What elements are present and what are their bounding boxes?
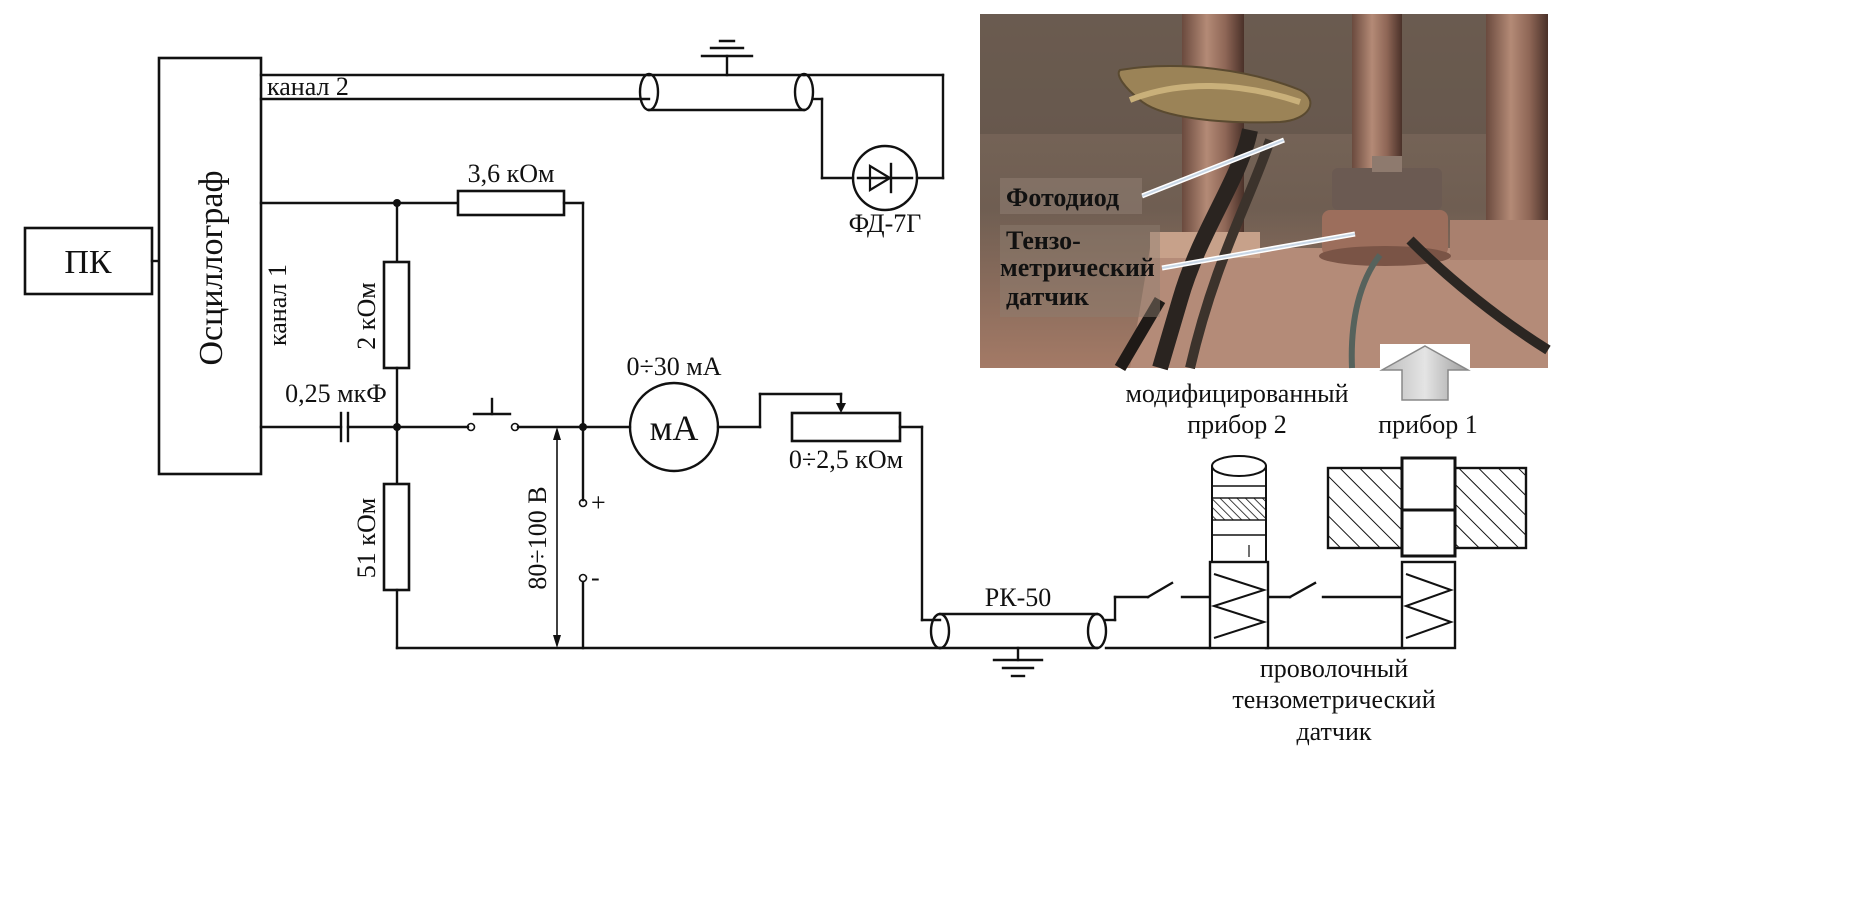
sensor-wiring [1104, 581, 1406, 650]
channel1-label: канал 1 [263, 264, 292, 346]
wire-gauge-line1: проволочный [1260, 654, 1408, 683]
device-1-label: прибор 1 [1378, 410, 1478, 439]
modified-device-2-line1: модифицированный [1125, 379, 1348, 408]
sensor-photo [980, 14, 1551, 401]
voltage-label: 80÷100 В [523, 486, 552, 589]
channel1-circuit [259, 189, 942, 650]
oscilloscope-block: Осциллограф [157, 56, 263, 476]
oscilloscope-label: Осциллограф [193, 170, 230, 365]
modified-device-2 [1208, 455, 1270, 650]
resistor-51k-label: 51 кОм [352, 498, 381, 578]
capacitor-label: 0,25 мкФ [285, 379, 387, 408]
wire-gauge-line3: датчик [1296, 717, 1371, 746]
pc-block: ПК [23, 226, 154, 296]
resistor-2k-label: 2 кОм [352, 282, 381, 349]
plus-terminal-label: + [591, 488, 606, 517]
rheostat-label: 0÷2,5 кОм [789, 445, 903, 474]
minus-terminal-label: - [591, 563, 600, 592]
cable-label: РК-50 [985, 583, 1051, 612]
photo-gauge-line3: датчик [1006, 282, 1089, 311]
switch-1 [1146, 581, 1174, 599]
photo-photodiode-label: Фотодиод [1006, 183, 1119, 212]
pc-label: ПК [64, 244, 112, 281]
photodiode-symbol [851, 144, 919, 212]
resistor-3-6k-label: 3,6 кОм [468, 159, 555, 188]
ammeter-range-label: 0÷30 мА [627, 352, 722, 381]
channel2-coax [259, 39, 945, 180]
switch-2 [1288, 581, 1317, 599]
photo-gauge-line2: метрический [1000, 253, 1155, 282]
photo-gauge-line1: Тензо- [1006, 226, 1081, 255]
ammeter: мА [628, 381, 720, 473]
device-1 [1326, 456, 1528, 650]
modified-device-2-line2: прибор 2 [1187, 410, 1287, 439]
rheostat [716, 392, 942, 622]
resistor-2k [382, 260, 411, 370]
ammeter-symbol: мА [650, 408, 699, 448]
wire-gauge-line2: тензометрический [1232, 685, 1435, 714]
rk50-coax [929, 612, 1108, 678]
resistor-3-6k [456, 189, 566, 217]
photodiode-model-label: ФД-7Г [849, 209, 922, 238]
resistor-51k [382, 482, 411, 592]
channel2-label: канал 2 [267, 72, 349, 101]
